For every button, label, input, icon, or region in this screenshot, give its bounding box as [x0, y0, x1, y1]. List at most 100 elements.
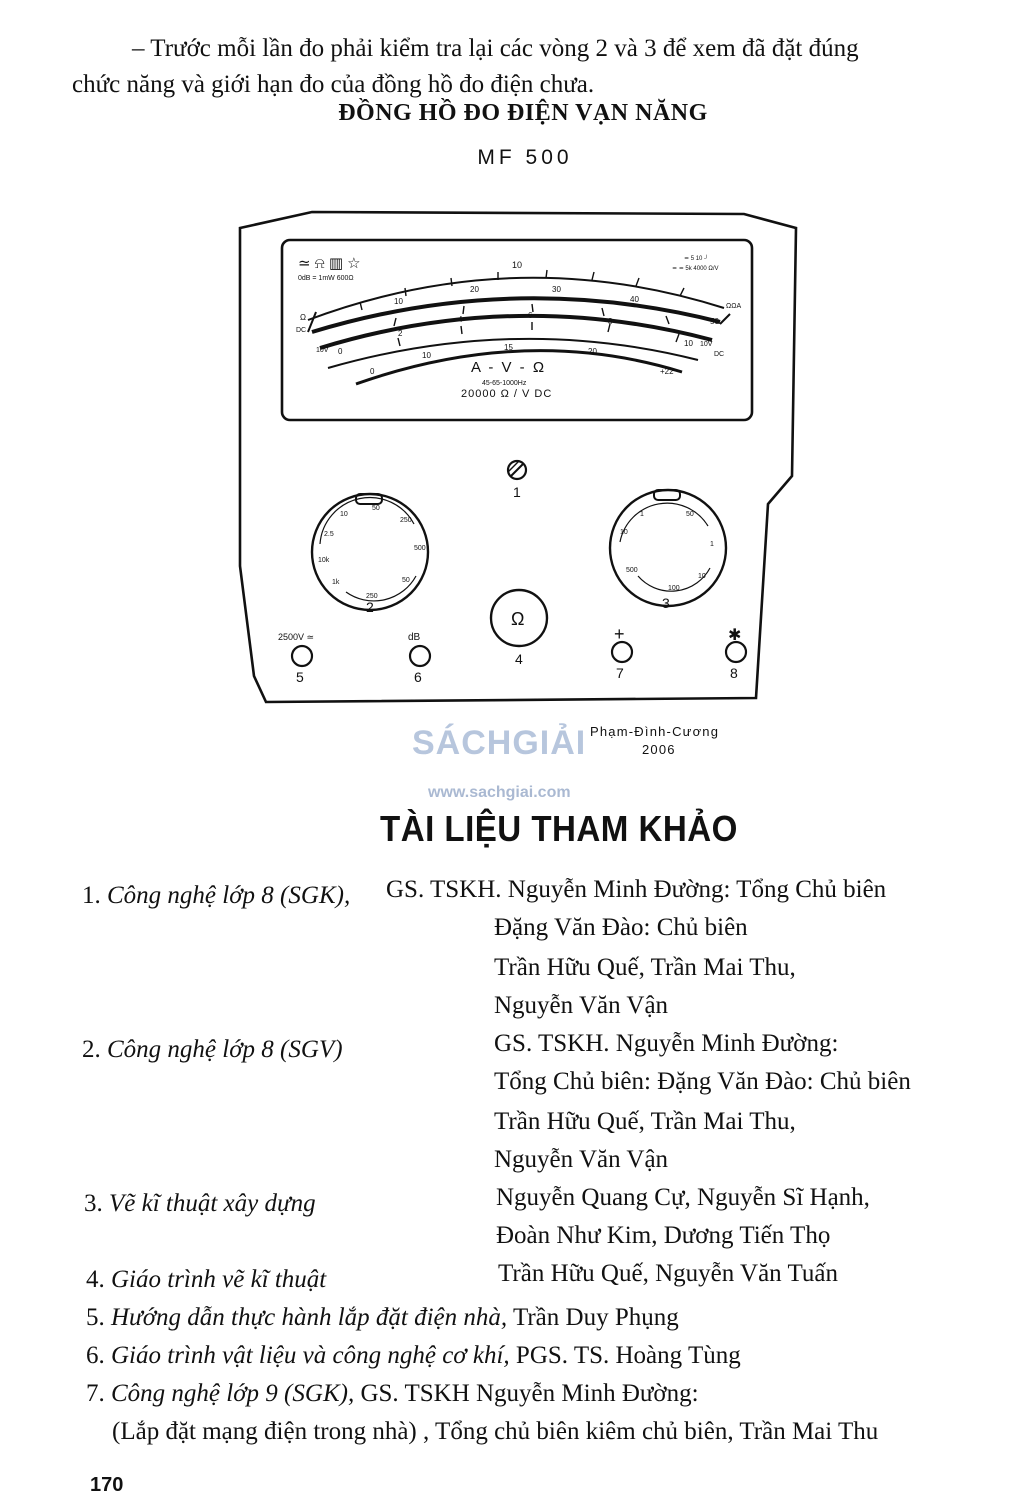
scale-left-label-ohm: Ω	[300, 313, 306, 322]
ref-7-continuation: (Lắp đặt mạng điện trong nhà) , Tổng chủ…	[112, 1418, 879, 1445]
scale-arc1-label-50: 50	[710, 317, 719, 326]
ref-3-number: 3.	[84, 1190, 103, 1217]
knob-right-mark-2: 1	[640, 511, 644, 518]
ref-4-entry: 4. Giáo trình vẽ kĩ thuật	[86, 1266, 326, 1294]
knob-left-mark-8: 1k	[332, 579, 340, 586]
intro-line-2: chức năng và giới hạn đo của đồng hồ đo …	[72, 71, 595, 98]
terminal-7-jack	[610, 640, 634, 664]
ohm-button-symbol: Ω	[511, 609, 524, 629]
ref-5-number: 5.	[86, 1304, 105, 1331]
scale-arc-top	[307, 276, 725, 321]
knob-left-mark-5: 500	[414, 545, 426, 552]
ref-1-author-2: Đặng Văn Đào: Chủ biên	[494, 914, 748, 941]
ref-1-work: Công nghệ lớp 8 (SGK),	[107, 882, 351, 909]
scale-arc3-label-20: 20	[588, 347, 597, 356]
dial-label: A - V - Ω	[471, 359, 546, 376]
terminal-6-number: 6	[414, 669, 422, 685]
knob-left-mark-2: 10	[340, 511, 348, 518]
ref-6-entry: 6. Giáo trình vật liệu và công nghệ cơ k…	[86, 1342, 741, 1370]
terminal-7-number: 7	[616, 665, 624, 681]
top-right-marks-2: ≃ ≃ 5k 4000 Ω/V	[672, 266, 719, 272]
intro-line-1: – Trước mỗi lần đo phải kiểm tra lại các…	[132, 35, 859, 62]
terminal-5-number: 5	[296, 669, 304, 685]
sensitivity-label: 20000 Ω / V DC	[461, 388, 552, 400]
scale-arc2-label-8: 8	[608, 317, 613, 326]
knob-left-mark-7: 250	[366, 593, 378, 600]
meter-title: ĐỒNG HỒ ĐO ĐIỆN VẠN NĂNG	[338, 100, 708, 126]
scale-arc1-label-10: 10	[394, 297, 403, 306]
meter-body-outline	[238, 210, 798, 704]
knob-left-mark-4: 250	[400, 517, 412, 524]
knob-right-mark-5: 10	[698, 573, 706, 580]
scale-arc3-label-15: 15	[504, 343, 513, 352]
scale-left-label-dc: DC	[296, 327, 306, 334]
knob-right-mark-4: 1	[710, 541, 714, 548]
ref-2-author-2: Tổng Chủ biên: Đặng Văn Đào: Chủ biên	[494, 1068, 911, 1095]
multimeter-illustration: ≃ ⍾ ▥ ☆ 0dB = 1mW 600Ω ≃ 5 10 ┘ ≃ ≃ 5k 4…	[238, 210, 798, 704]
ref-6-number: 6.	[86, 1342, 105, 1369]
knob-left-mark-6: 50	[402, 577, 410, 584]
knob-right-pointer	[653, 489, 681, 501]
drawing-credit-name: Phạm-Đình-Cương	[590, 724, 720, 739]
ref-4-number: 4.	[86, 1266, 105, 1293]
ref-7-author: GS. TSKH Nguyễn Minh Đường:	[360, 1380, 699, 1407]
terminal-5-label: 2500V ≃	[278, 632, 314, 642]
ref-1-author-1: GS. TSKH. Nguyễn Minh Đường: Tổng Chủ bi…	[386, 876, 887, 903]
scale-left-zero: 0	[338, 347, 343, 356]
terminal-8-number: 8	[730, 665, 738, 681]
ref-4-work: Giáo trình vẽ kĩ thuật	[111, 1266, 327, 1293]
scale-right-label-dc: DC	[714, 351, 724, 358]
terminal-5-jack	[290, 644, 314, 668]
db-note: 0dB = 1mW 600Ω	[298, 275, 354, 282]
scale-left-label-10v: 10V	[316, 347, 329, 354]
scale-arc-4	[355, 349, 683, 386]
scale-arc3-left: 0	[370, 367, 375, 376]
scale-arc3-right: +22	[660, 367, 674, 376]
ref-7-entry: 7. Công nghệ lớp 9 (SGK), GS. TSKH Nguyễ…	[86, 1380, 699, 1408]
scale-right-label-10v: 10V	[700, 341, 713, 348]
scale-arc1-label-40: 40	[630, 295, 639, 304]
ref-2-author-3: Trần Hữu Quế, Trần Mai Thu,	[494, 1108, 796, 1135]
scale-top-number: 10	[512, 260, 522, 270]
terminal-8-label: ✱	[728, 627, 741, 644]
terminal-6-label: dB	[408, 632, 421, 643]
ref-5-work: Hướng dẫn thực hành lắp đặt điện nhà,	[111, 1304, 508, 1331]
ref-6-work: Giáo trình vật liệu và công nghệ cơ khí,	[111, 1342, 510, 1369]
ref-7-work: Công nghệ lớp 9 (SGK),	[111, 1380, 355, 1407]
knob-left-pointer	[355, 493, 383, 505]
ref-1-number: 1.	[82, 882, 101, 909]
knob-left-mark-3: 50	[372, 505, 380, 512]
scale-arc-3	[327, 337, 699, 369]
ref-2-author-1: GS. TSKH. Nguyễn Minh Đường:	[494, 1030, 839, 1057]
zero-adjust-screw	[506, 459, 528, 481]
terminal-7-label: +	[614, 624, 625, 644]
ref-7-number: 7.	[86, 1380, 105, 1407]
scale-ticks	[359, 269, 685, 347]
scale-arc2-label-10: 10	[684, 339, 693, 348]
ohm-button-number: 4	[515, 651, 523, 667]
drawing-credit-year: 2006	[642, 742, 676, 757]
terminal-8-jack	[724, 640, 748, 664]
frequency-note: 45-65-1000Hz	[482, 380, 527, 387]
ref-3-work: Vẽ kĩ thuật xây dựng	[109, 1190, 316, 1217]
knob-right-mark-6: 100	[668, 585, 680, 592]
screw-number: 1	[513, 484, 521, 500]
ref-1-entry: 1. Công nghệ lớp 8 (SGK),	[82, 882, 350, 910]
ohm-adjust-button	[489, 588, 549, 648]
ref-1-author-3: Trần Hữu Quế, Trần Mai Thu,	[494, 954, 796, 981]
knob-left-mark-9: 10k	[318, 557, 330, 564]
ref-4-author-1: Trần Hữu Quế, Nguyễn Văn Tuấn	[498, 1260, 838, 1287]
scale-arc2-label-6: 6	[528, 311, 533, 320]
ref-2-entry: 2. Công nghệ lớp 8 (SGV)	[82, 1036, 343, 1064]
ref-2-author-4: Nguyễn Văn Vận	[494, 1146, 669, 1173]
display-window	[280, 238, 754, 422]
dial-symbols: ≃ ⍾ ▥ ☆	[298, 255, 361, 272]
knob-right-mark-3: 50	[686, 511, 694, 518]
scale-arc2-label-2: 2	[398, 329, 403, 338]
watermark-url: www.sachgiai.com	[428, 784, 571, 801]
scale-arc3-label-10: 10	[422, 351, 431, 360]
scale-right-label-ohm: ΩΩA	[726, 303, 741, 310]
scale-arc-1	[311, 296, 721, 334]
needle-right	[719, 313, 731, 325]
needle-left	[307, 311, 317, 333]
